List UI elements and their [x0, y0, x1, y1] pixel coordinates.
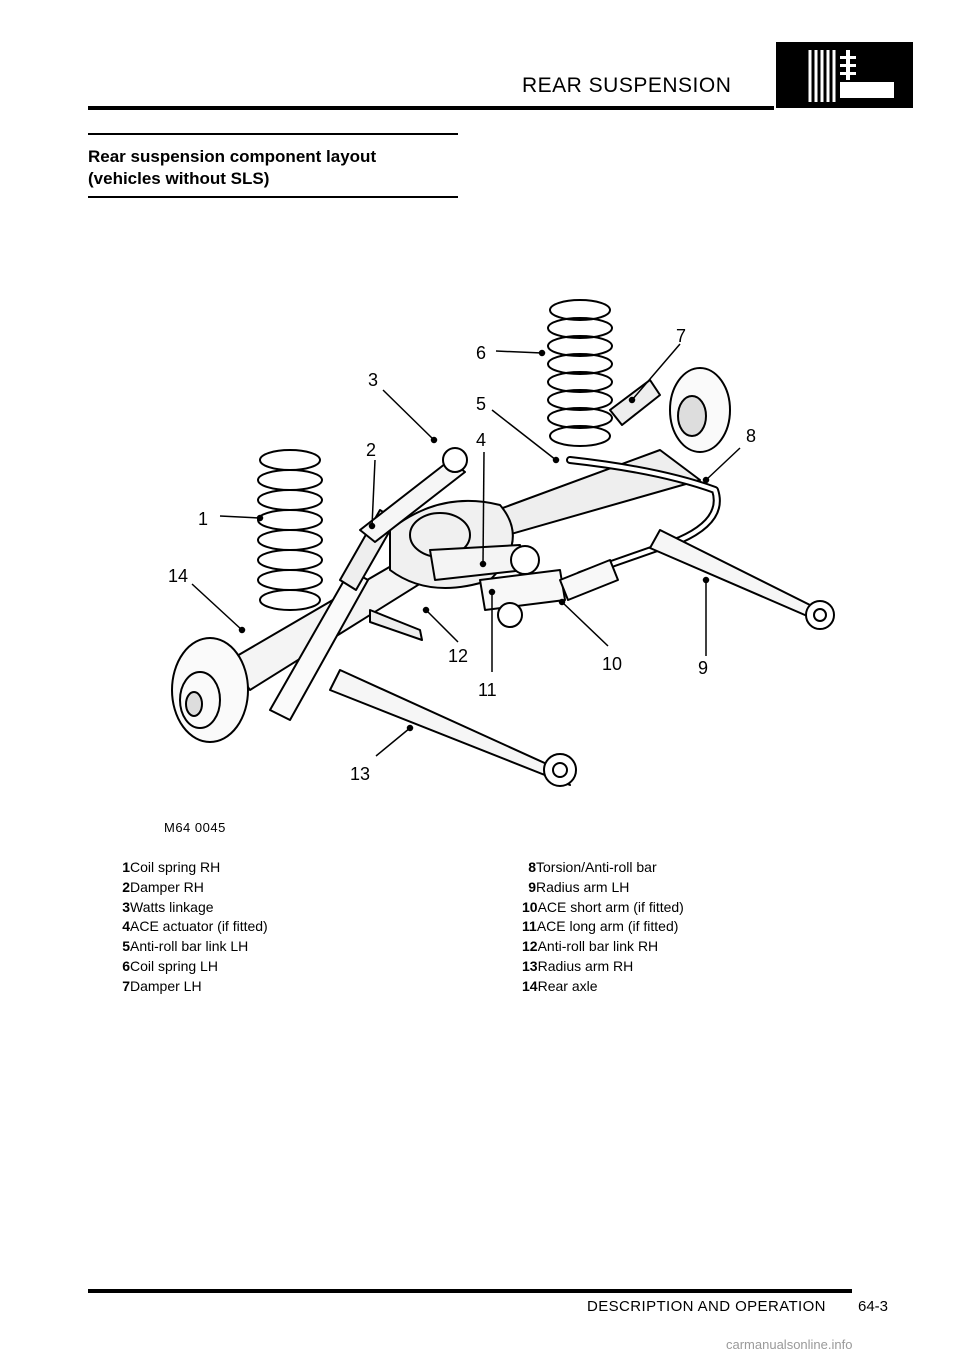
- legend-number: 13: [522, 957, 538, 974]
- section-title-line-2: (vehicles without SLS): [88, 169, 270, 188]
- legend-item: 4ACE actuator (if fitted): [116, 917, 268, 937]
- legend-number: 1: [122, 859, 130, 875]
- legend-text: ACE actuator (if fitted): [130, 918, 268, 935]
- legend-number: 9: [528, 878, 536, 895]
- legend-number: 2: [122, 878, 130, 895]
- callout-2: 2: [366, 440, 376, 460]
- legend-text: Radius arm RH: [537, 957, 634, 974]
- callout-11: 11: [478, 680, 497, 700]
- callout-4: 4: [476, 430, 486, 450]
- legend-item: 5Anti-roll bar link LH: [116, 937, 268, 957]
- legend-number: 4: [122, 918, 130, 935]
- legend-number: 11: [522, 918, 537, 935]
- legend-item: 12Anti-roll bar link RH: [522, 937, 684, 957]
- callout-1: 1: [198, 509, 208, 529]
- callout-14: 14: [168, 566, 188, 586]
- suspension-section-icon: [776, 42, 913, 108]
- legend-right-column: 8Torsion/Anti-roll bar 9Radius arm LH 10…: [522, 858, 684, 997]
- legend-number: 3: [122, 898, 130, 915]
- figure-code: M64 0045: [164, 820, 226, 835]
- rear-suspension-illustration: 1 2 3 4 5 6 7 8 9 10 11 12 13 14: [140, 280, 860, 850]
- legend-item: 13Radius arm RH: [522, 957, 684, 977]
- legend-item: 10ACE short arm (if fitted): [522, 898, 684, 918]
- page-number: 64-3: [858, 1298, 889, 1315]
- legend-text: ACE short arm (if fitted): [537, 898, 684, 915]
- callout-9: 9: [698, 658, 708, 678]
- footer-rule: [88, 1289, 852, 1293]
- legend-item: 11ACE long arm (if fitted): [522, 917, 684, 937]
- legend-text: Anti-roll bar link RH: [537, 938, 659, 955]
- legend-left-column: 1Coil spring RH 2Damper RH 3Watts linkag…: [116, 858, 268, 997]
- legend-number: 10: [522, 898, 538, 915]
- legend-item: 6Coil spring LH: [116, 957, 268, 977]
- callout-6: 6: [476, 343, 486, 363]
- legend-number: 14: [522, 977, 538, 994]
- callout-5: 5: [476, 394, 486, 414]
- legend-item: 3Watts linkage: [116, 898, 268, 918]
- legend-number: 5: [122, 938, 130, 955]
- legend-number: 7: [122, 977, 130, 994]
- legend-text: Anti-roll bar link LH: [130, 938, 249, 955]
- legend-number: 8: [528, 859, 536, 875]
- legend-text: ACE long arm (if fitted): [536, 918, 679, 935]
- legend-item: 7Damper LH: [116, 977, 268, 997]
- legend-item: 8Torsion/Anti-roll bar: [522, 858, 684, 878]
- legend-item: 1Coil spring RH: [116, 858, 268, 878]
- section-rule-top: [88, 133, 458, 135]
- callout-3: 3: [368, 370, 378, 390]
- legend-text: Watts linkage: [130, 898, 214, 915]
- legend-text: Damper LH: [130, 977, 202, 994]
- section-title-line-1: Rear suspension component layout: [88, 147, 377, 166]
- footer-section-name: DESCRIPTION AND OPERATION: [587, 1298, 826, 1315]
- legend-text: Radius arm LH: [536, 878, 630, 895]
- legend-text: Coil spring LH: [130, 957, 218, 974]
- legend-item: 14Rear axle: [522, 977, 684, 997]
- header-rule: [88, 106, 774, 110]
- legend-text: Torsion/Anti-roll bar: [536, 859, 657, 875]
- legend-number: 12: [522, 938, 538, 955]
- watermark-link[interactable]: carmanualsonline.info: [726, 1337, 853, 1352]
- legend-text: Coil spring RH: [130, 859, 221, 875]
- callout-13: 13: [350, 764, 370, 784]
- page-header-title: REAR SUSPENSION: [522, 74, 732, 97]
- legend-item: 9Radius arm LH: [522, 878, 684, 898]
- legend-item: 2Damper RH: [116, 878, 268, 898]
- legend-text: Damper RH: [130, 878, 204, 895]
- legend-text: Rear axle: [537, 977, 598, 994]
- legend-number: 6: [122, 957, 130, 974]
- callout-12: 12: [448, 646, 468, 666]
- section-title: Rear suspension component layout (vehicl…: [88, 146, 376, 190]
- section-rule-bottom: [88, 196, 458, 198]
- callout-10: 10: [602, 654, 622, 674]
- callout-8: 8: [746, 426, 756, 446]
- callout-7: 7: [676, 326, 686, 346]
